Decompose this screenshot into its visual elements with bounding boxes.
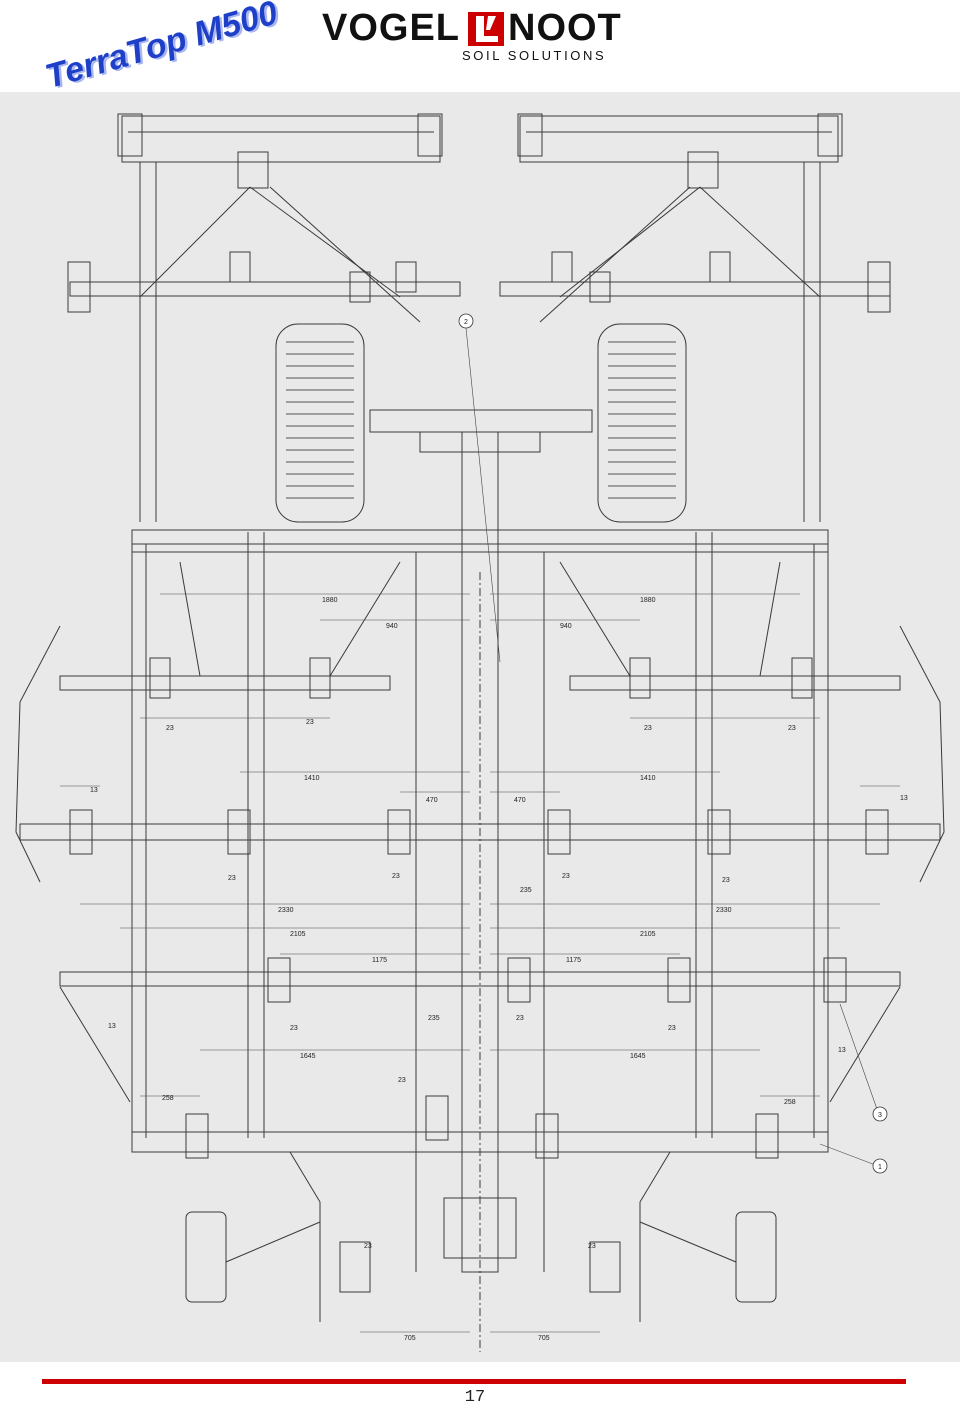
footer-rule xyxy=(42,1379,906,1384)
dimension-label: 23 xyxy=(398,1077,406,1084)
technical-drawing: 2 3 1 1880 1880 940 940 23 23 23 23 1410… xyxy=(0,92,960,1362)
dimension-label: 23 xyxy=(562,873,570,880)
brand-mark-icon xyxy=(468,12,504,46)
dimension-label: 23 xyxy=(392,873,400,880)
dimension-label: 23 xyxy=(588,1243,596,1250)
dimension-label: 23 xyxy=(364,1243,372,1250)
brand-tagline: SOIL SOLUTIONS xyxy=(462,48,607,63)
dimension-label: 1175 xyxy=(372,957,387,964)
callout-2: 2 xyxy=(464,319,468,326)
dimension-label: 258 xyxy=(784,1099,796,1106)
dimension-label: 23 xyxy=(306,719,314,726)
dimension-label: 2330 xyxy=(278,907,294,914)
dimension-label: 1880 xyxy=(322,597,338,604)
dimension-label: 1175 xyxy=(566,957,581,964)
dimension-label: 23 xyxy=(722,877,730,884)
dimension-label: 2105 xyxy=(640,931,656,938)
dimension-label: 23 xyxy=(788,725,796,732)
dimension-label: 258 xyxy=(162,1095,174,1102)
dimension-label: 13 xyxy=(900,795,908,802)
dimension-label: 23 xyxy=(228,875,236,882)
dimension-label: 13 xyxy=(108,1023,116,1030)
dimension-label: 705 xyxy=(538,1335,550,1342)
dimension-label: 13 xyxy=(90,787,98,794)
dimension-label: 23 xyxy=(668,1025,676,1032)
dimension-label: 2105 xyxy=(290,931,306,938)
dimension-label: 470 xyxy=(514,797,526,804)
dimension-label: 23 xyxy=(516,1015,524,1022)
dimension-label: 1645 xyxy=(630,1053,646,1060)
brand-logo: VOGEL NOOT SOIL SOLUTIONS xyxy=(322,8,626,66)
dimension-label: 235 xyxy=(428,1015,440,1022)
brand-name-left: VOGEL xyxy=(322,7,461,49)
dimension-label: 23 xyxy=(644,725,652,732)
model-title: TerraTop M500 xyxy=(41,0,282,97)
dimension-label: 1645 xyxy=(300,1053,316,1060)
dimension-label: 23 xyxy=(166,725,174,732)
dimension-label: 940 xyxy=(386,623,398,630)
dimension-label: 705 xyxy=(404,1335,416,1342)
dimension-label: 940 xyxy=(560,623,572,630)
dimension-label: 1880 xyxy=(640,597,656,604)
brand-name-right: NOOT xyxy=(508,7,622,49)
callout-3: 3 xyxy=(878,1112,882,1119)
dimension-label: 235 xyxy=(520,887,532,894)
dimension-label: 13 xyxy=(838,1047,846,1054)
callout-1: 1 xyxy=(878,1164,882,1171)
dimension-label: 23 xyxy=(290,1025,298,1032)
dimension-label: 1410 xyxy=(304,775,320,782)
dimension-label: 470 xyxy=(426,797,438,804)
dimension-label: 1410 xyxy=(640,775,656,782)
page-number: 17 xyxy=(464,1388,486,1407)
dimension-label: 2330 xyxy=(716,907,732,914)
